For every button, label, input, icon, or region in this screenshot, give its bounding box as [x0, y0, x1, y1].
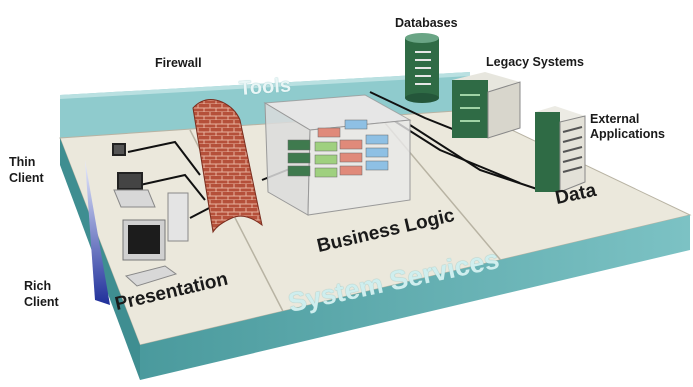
laptop-icon: [113, 172, 156, 208]
business-logic-cube: [263, 94, 412, 216]
client-spectrum-triangle: [85, 160, 110, 305]
external-applications-icon: [535, 106, 586, 193]
label-thin-client-line1: Thin: [9, 155, 36, 169]
label-rich-client-line1: Rich: [24, 279, 52, 293]
label-databases: Databases: [395, 16, 458, 30]
label-tools: Tools: [238, 74, 292, 101]
legacy-systems-icon: [452, 72, 521, 139]
label-firewall: Firewall: [155, 56, 202, 70]
label-legacy-systems: Legacy Systems: [486, 55, 584, 69]
database-icon: [405, 33, 439, 103]
label-external-line2: Applications: [590, 127, 666, 141]
label-rich-client-line2: Client: [24, 295, 59, 309]
label-external-line1: External: [590, 112, 640, 126]
desktop-computer-icon: [122, 192, 189, 287]
label-thin-client-line2: Client: [9, 171, 44, 185]
firewall-icon: [192, 99, 263, 234]
thin-client-device: [112, 143, 126, 156]
